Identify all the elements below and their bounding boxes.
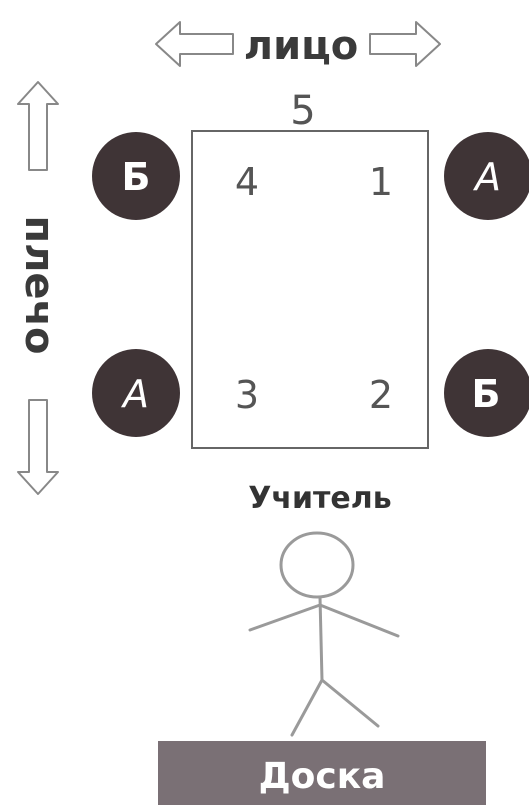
board-label: Доска: [259, 756, 386, 797]
student-label: А: [472, 155, 501, 199]
seat-number-top-left: 4: [235, 160, 259, 204]
board-rect: [158, 741, 486, 805]
down-arrow-icon: [17, 399, 59, 495]
table-number: 5: [290, 88, 315, 134]
student-label: Б: [122, 155, 151, 199]
student-label: А: [120, 372, 149, 416]
teacher-body: [318, 595, 324, 682]
teacher-head: [279, 531, 355, 599]
seat-number-top-right: 1: [369, 160, 393, 204]
shoulder-direction-arrow: плечо: [16, 81, 62, 495]
board: Доска: [158, 741, 486, 805]
teacher-right-leg: [320, 678, 380, 728]
right-arrow-icon: [369, 21, 441, 67]
face-label: лицо: [244, 23, 358, 69]
desk-group-table: [191, 130, 429, 449]
student-bottom-left: А: [92, 349, 180, 437]
student-circle: [92, 132, 180, 220]
teacher-figure-icon: [248, 531, 400, 737]
seat-number-bottom-right: 2: [369, 373, 393, 417]
teacher-left-arm: [248, 603, 322, 632]
left-arrow-icon: [155, 21, 234, 67]
shoulder-label: плечо: [16, 215, 62, 354]
seat-number-bottom-left: 3: [235, 373, 259, 417]
student-bottom-right: Б: [444, 349, 529, 437]
teacher-left-leg: [290, 678, 324, 737]
student-circle: [444, 132, 529, 220]
student-circle: [92, 349, 180, 437]
student-circle: [444, 349, 529, 437]
student-top-left: Б: [92, 132, 180, 220]
teacher-label: Учитель: [248, 481, 391, 516]
teacher-right-arm: [318, 603, 400, 638]
face-direction-arrow: лицо: [155, 21, 441, 69]
student-label: Б: [472, 372, 501, 416]
up-arrow-icon: [17, 81, 59, 171]
student-top-right: А: [444, 132, 529, 220]
